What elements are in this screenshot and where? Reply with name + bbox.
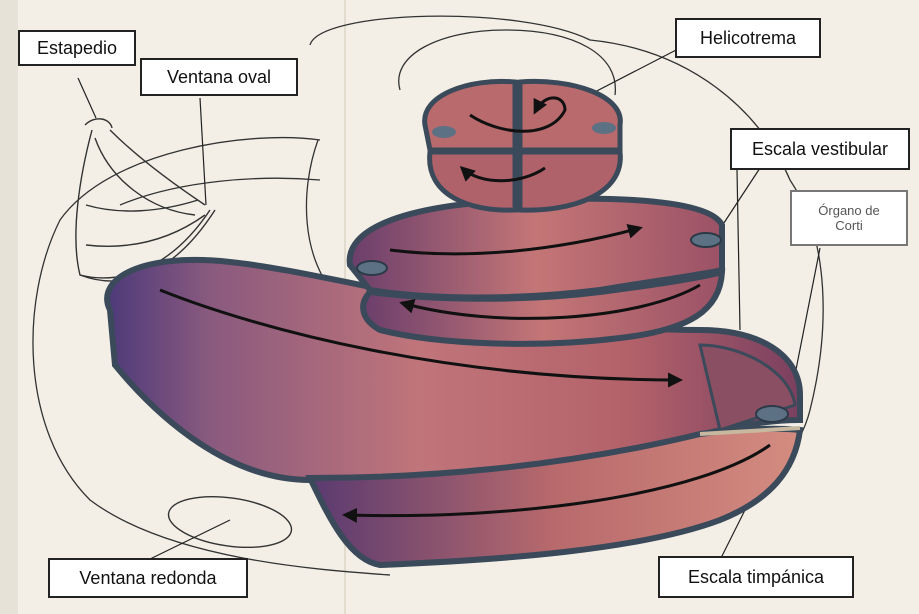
apical-turn xyxy=(425,81,621,210)
label-organo-line2: Corti xyxy=(835,218,862,233)
paper-edge xyxy=(0,0,18,614)
middle-turn xyxy=(350,199,722,344)
label-helicotrema: Helicotrema xyxy=(675,18,821,58)
label-escala-vestibular: Escala vestibular xyxy=(730,128,910,170)
label-escala-timpanica: Escala timpánica xyxy=(658,556,854,598)
label-ventana-oval: Ventana oval xyxy=(140,58,298,96)
label-estapedio: Estapedio xyxy=(18,30,136,66)
label-ventana-redonda: Ventana redonda xyxy=(48,558,248,598)
label-organo-line1: Órgano de xyxy=(818,203,879,218)
label-organo-de-corti: Órgano de Corti xyxy=(790,190,908,246)
